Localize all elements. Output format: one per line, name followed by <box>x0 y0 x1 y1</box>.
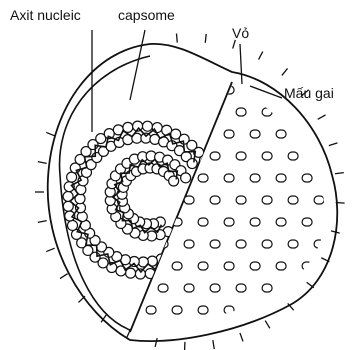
surface-knob <box>198 174 208 182</box>
surface-knob <box>262 152 272 160</box>
surface-knob <box>288 196 298 204</box>
surface-knob <box>302 130 312 138</box>
surface-knob <box>184 196 194 204</box>
surface-knob <box>250 130 260 138</box>
surface-knob <box>288 240 298 248</box>
surface-knob <box>236 284 246 292</box>
leader-lines <box>92 30 282 132</box>
surface-knob <box>172 86 182 94</box>
capsomere <box>142 121 152 131</box>
surface-knob <box>158 108 168 116</box>
envelope-spike <box>265 321 270 329</box>
surface-knob <box>250 174 260 182</box>
surface-knob <box>224 306 234 314</box>
surface-knob <box>236 240 246 248</box>
envelope-spike <box>60 274 68 279</box>
capsomere <box>67 172 77 182</box>
surface-knob <box>158 284 168 292</box>
surface-knob <box>172 262 182 270</box>
envelope-spike <box>240 333 243 341</box>
surface-knob <box>236 108 246 116</box>
surface-knob <box>262 284 272 292</box>
envelope-spike <box>336 202 345 203</box>
surface-knob <box>172 306 182 314</box>
surface-knob <box>146 306 156 314</box>
surface-knob <box>224 262 234 270</box>
surface-knob <box>302 306 312 314</box>
envelope-spike <box>335 173 344 174</box>
surface-knob <box>314 152 324 160</box>
envelope-spike <box>329 143 338 146</box>
surface-knob <box>184 284 194 292</box>
surface-knob <box>314 108 324 116</box>
label-envelope: Vỏ <box>232 26 249 40</box>
envelope-spike <box>155 338 157 347</box>
cutaway-edge <box>130 82 232 332</box>
surface-knob <box>146 174 156 182</box>
envelope-spike <box>38 221 47 223</box>
surface-knob <box>276 174 286 182</box>
surface-knob <box>250 218 260 226</box>
surface-knob <box>250 306 260 314</box>
surface-knob <box>314 196 324 204</box>
envelope-spike <box>176 34 177 43</box>
surface-knob <box>288 152 298 160</box>
capsomere <box>141 133 151 143</box>
envelope-spike <box>233 40 236 49</box>
envelope-spike <box>38 162 47 164</box>
capsomere <box>68 220 78 230</box>
surface-knob <box>224 174 234 182</box>
surface-knob <box>210 152 220 160</box>
envelope-spike <box>318 115 326 119</box>
label-nucleic-acid: Axit nucleic <box>10 8 81 22</box>
surface-knob <box>184 108 194 116</box>
surface-knob <box>302 174 312 182</box>
capsomere <box>152 123 162 133</box>
envelope-spike <box>46 132 54 135</box>
surface-knob <box>314 240 324 248</box>
capsomere <box>181 173 191 183</box>
surface-knob <box>198 86 208 94</box>
surface-knob <box>276 262 286 270</box>
capsomere <box>187 159 197 169</box>
label-spike: Mấu gai <box>284 86 334 100</box>
surface-knob <box>262 108 272 116</box>
surface-knob <box>198 218 208 226</box>
surface-knob <box>224 218 234 226</box>
surface-knob <box>198 306 208 314</box>
surface-knob <box>250 262 260 270</box>
envelope-spike <box>259 52 263 60</box>
envelope-spike <box>307 282 314 287</box>
surface-knob <box>302 262 312 270</box>
surface-knob <box>262 240 272 248</box>
surface-spikes <box>146 86 324 314</box>
surface-knob <box>236 196 246 204</box>
envelope-spike <box>213 340 214 349</box>
surface-knob <box>210 196 220 204</box>
surface-knob <box>288 284 298 292</box>
surface-knob <box>236 152 246 160</box>
surface-knob <box>210 284 220 292</box>
surface-knob <box>314 284 324 292</box>
envelope-spike <box>46 248 54 251</box>
surface-knob <box>262 196 272 204</box>
surface-knob <box>302 218 312 226</box>
surface-knob <box>198 130 208 138</box>
envelope-spike <box>205 34 206 43</box>
surface-knob <box>158 196 168 204</box>
label-capsomere: capsome <box>118 8 175 22</box>
surface-knob <box>184 240 194 248</box>
envelope-spike <box>282 68 288 75</box>
surface-knob <box>224 130 234 138</box>
surface-knob <box>146 86 156 94</box>
surface-knob <box>276 218 286 226</box>
surface-knob <box>276 130 286 138</box>
surface-knob <box>210 240 220 248</box>
surface-knob <box>198 262 208 270</box>
